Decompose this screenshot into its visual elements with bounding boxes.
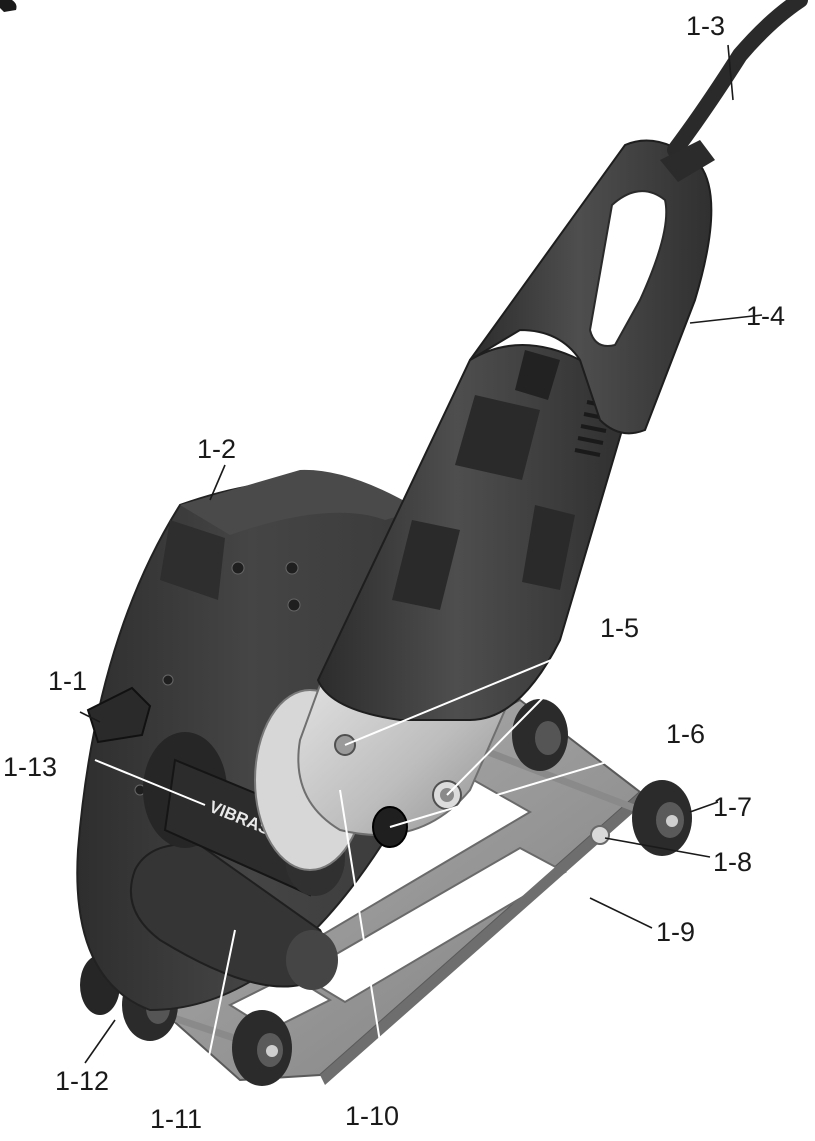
rear-axle [468, 741, 662, 822]
leader-1-10 [339, 789, 391, 1106]
leader-1-13 [94, 759, 206, 806]
callout-1-10: 1-10 [345, 1101, 399, 1131]
callout-1-2: 1-2 [197, 434, 236, 464]
leader-1-12 [84, 1019, 116, 1064]
callout-1-1: 1-1 [48, 666, 87, 696]
on-off-switch [515, 350, 560, 400]
callout-1-3: 1-3 [686, 11, 725, 41]
leader-1-5a [344, 639, 601, 746]
rear-wheel-right [632, 780, 692, 856]
rear-wheel-left [512, 699, 568, 771]
leader-1-3 [727, 44, 734, 101]
callout-1-8: 1-8 [713, 847, 752, 877]
main-handle [469, 139, 713, 435]
adjustment-screw [590, 825, 610, 845]
callout-labels: 1-3 1-4 1-2 1-5 1-1 1-6 1-13 1-13 1-7 1-… [3, 11, 785, 1134]
leader-1-4 [689, 314, 763, 324]
auxiliary-handle: VIBRASTOP [143, 732, 345, 897]
leader-1-8 [604, 837, 711, 858]
leader-1-2 [209, 464, 226, 501]
corner-glyph [0, 0, 17, 12]
front-wheel-right [232, 1010, 292, 1086]
callout-1-11: 1-11 [150, 1104, 202, 1134]
callout-1-6: 1-6 [666, 719, 705, 749]
callout-1-5: 1-5 [600, 613, 639, 643]
leader-1-9 [589, 897, 653, 929]
callout-1-9: 1-9 [656, 917, 695, 947]
guard-lock-lever [86, 686, 152, 744]
leader-1-5b [446, 639, 601, 796]
leader-1-7 [689, 801, 719, 813]
motor-housing [316, 344, 627, 721]
callout-1-13-left: 1-13 [3, 752, 57, 782]
leader-1-11 [199, 929, 236, 1101]
callout-1-12: 1-12 [55, 1066, 109, 1096]
leader-1-1 [79, 711, 101, 723]
power-cable [660, 0, 808, 182]
leader-lines [79, 44, 763, 1106]
leader-1-6 [389, 739, 681, 828]
callout-1-7: 1-7 [713, 792, 752, 822]
callout-1-4: 1-4 [746, 301, 785, 331]
